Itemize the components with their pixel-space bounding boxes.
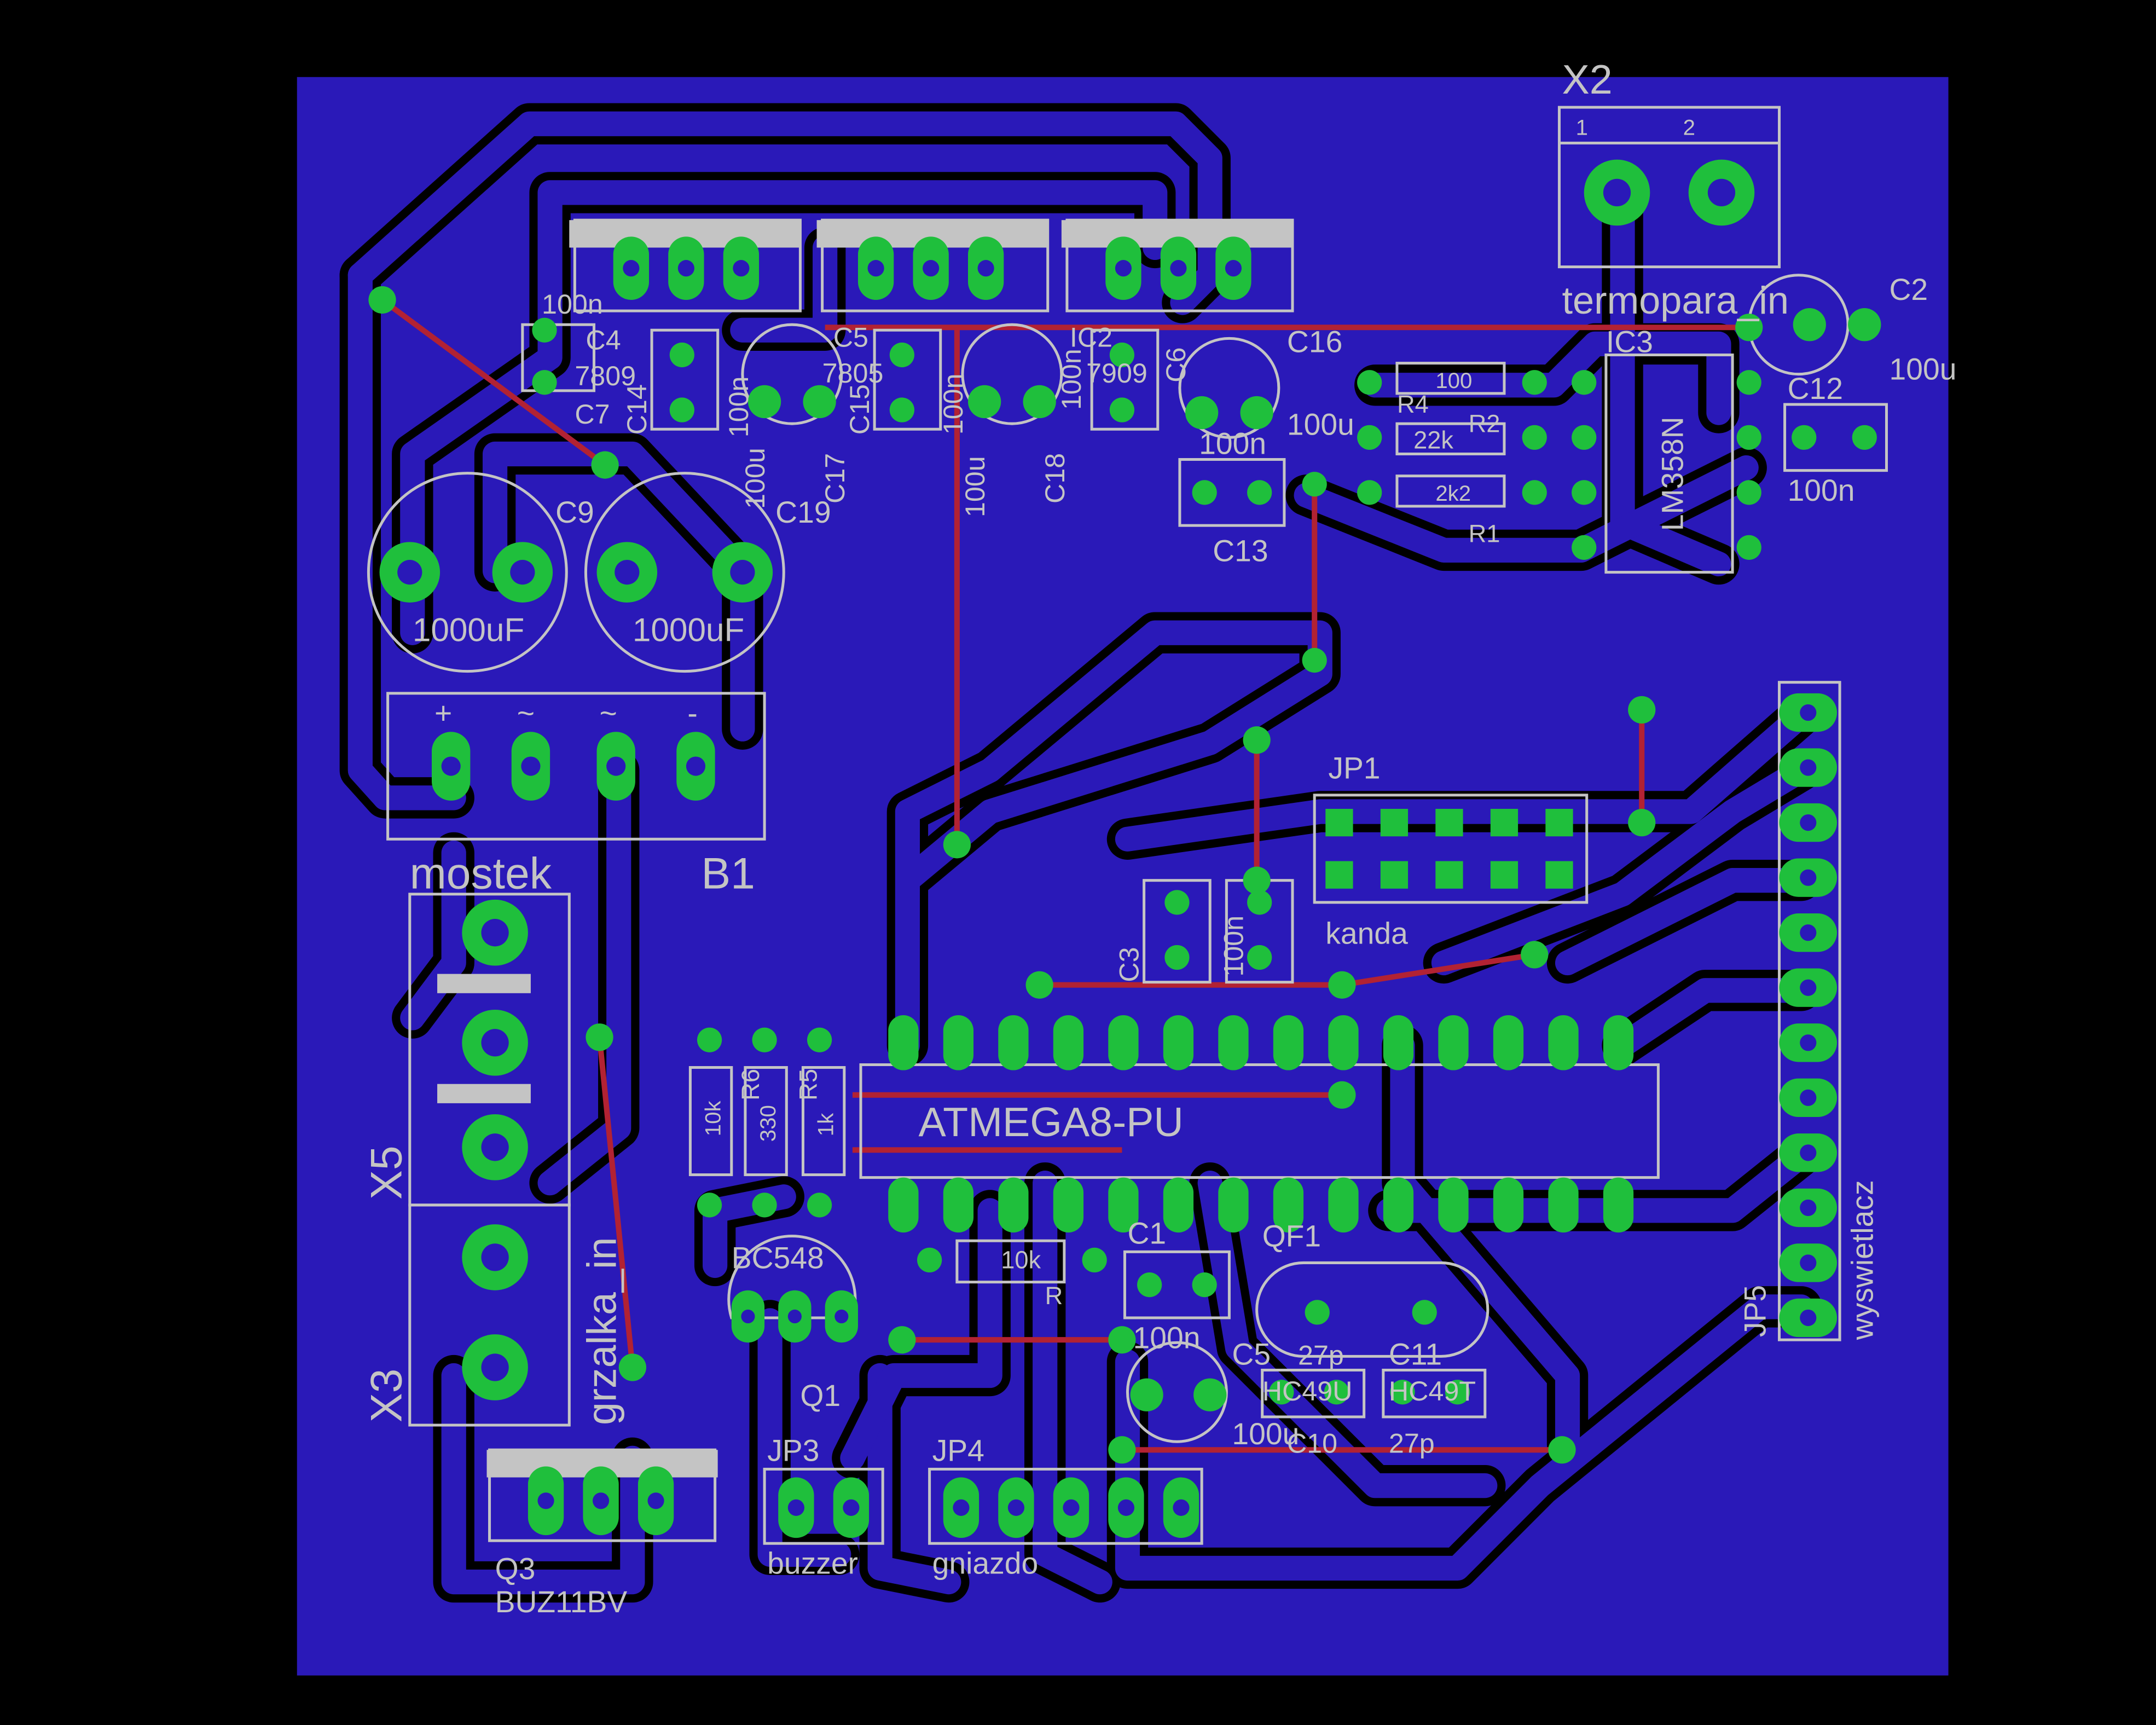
r6-label: R6: [737, 1069, 764, 1101]
c19-value: 1000uF: [633, 611, 744, 648]
c4-label: C4: [586, 325, 621, 355]
bc548-label: BC548: [732, 1241, 824, 1275]
r1-value: 2k2: [1435, 481, 1471, 506]
q1-label: Q1: [800, 1379, 841, 1413]
c9-label: C9: [555, 495, 594, 529]
qf1-pkg-label: HC49U: [1262, 1376, 1353, 1406]
c5b-label: C5: [1232, 1337, 1271, 1371]
r4-label: R4: [1397, 390, 1429, 418]
bridge-ac2: ~: [600, 696, 617, 730]
jp5-label: JP5: [1738, 1285, 1772, 1337]
bridge-ac1: ~: [517, 696, 535, 730]
v7809-label: 7809: [575, 361, 636, 391]
mostek-label: mostek: [410, 849, 552, 899]
c16-label: C16: [1287, 325, 1342, 358]
atmega-label: ATMEGA8-PU: [919, 1099, 1184, 1145]
q3-label: Q3: [495, 1552, 536, 1586]
jp3-label: JP3: [767, 1433, 819, 1467]
x2-pin2-label: 2: [1683, 115, 1695, 140]
b1-label: B1: [702, 849, 755, 899]
c15-value: 100n: [938, 373, 969, 435]
r-value: 10k: [1001, 1246, 1041, 1274]
c7-label: C7: [575, 399, 610, 430]
c10-label: C10: [1287, 1428, 1337, 1458]
c5-label: C5: [833, 322, 868, 352]
lm358-label: LM358N: [1656, 416, 1690, 531]
r6-value: 330: [756, 1105, 780, 1142]
r4-value: 100: [1435, 368, 1472, 393]
c27p-bottom-label: 27p: [1389, 1428, 1435, 1458]
qf1-pkg2-label: HC49T: [1389, 1376, 1476, 1406]
c18-label: C18: [1040, 453, 1070, 503]
c27p-top-label: 27p: [1298, 1340, 1344, 1370]
bridge-plus: +: [434, 696, 452, 730]
wyswietlacz-label: wyswietlacz: [1845, 1180, 1879, 1340]
c12-label: C12: [1788, 372, 1843, 406]
v7909-label: 7909: [1086, 358, 1147, 389]
r1-label: R1: [1469, 519, 1500, 547]
c14-value: 100n: [723, 376, 754, 437]
c12-value: 100n: [1788, 473, 1855, 507]
top-wires: [380, 297, 1749, 1453]
pads: [368, 159, 1881, 1538]
c14-label: C14: [622, 384, 652, 435]
x2-pin1-label: 1: [1576, 115, 1588, 140]
r10k-label: 10k: [701, 1100, 726, 1136]
c13-value: 100n: [1199, 426, 1266, 460]
c11-label: C11: [1389, 1337, 1442, 1371]
c3-value: 100n: [1219, 916, 1249, 977]
c6-label: C6: [1161, 348, 1191, 383]
v7805-label: 7805: [822, 358, 884, 389]
c5b-value: 100u: [1232, 1417, 1299, 1451]
x3-label: X3: [362, 1369, 412, 1422]
r5-value: 1k: [814, 1113, 838, 1136]
c15-label: C15: [844, 384, 875, 435]
buz11-label: BUZ11BV: [495, 1585, 628, 1619]
r2-value: 22k: [1413, 426, 1453, 454]
c1-label: C1: [1127, 1216, 1166, 1250]
silk-labels: X2 1 2 termopara_in IC3 LM358N C2 100u C…: [362, 56, 1957, 1619]
x2-label: X2: [1562, 56, 1612, 102]
r2-label: R2: [1469, 409, 1500, 437]
jp1-label: JP1: [1328, 751, 1380, 785]
c4-value: 100n: [542, 289, 603, 320]
ic2-label: IC2: [1070, 322, 1112, 352]
bottom-traces: [339, 103, 1822, 1603]
buzzer-label: buzzer: [767, 1547, 858, 1581]
bridge-minus: -: [687, 696, 697, 730]
c6-value: 100n: [1056, 349, 1087, 410]
x5-label: X5: [362, 1145, 412, 1199]
c18-value: 100u: [960, 456, 990, 517]
ic3-label: IC3: [1606, 325, 1653, 358]
jp4-label: JP4: [932, 1433, 984, 1467]
qf1-label: QF1: [1262, 1219, 1321, 1253]
kanda-label: kanda: [1325, 916, 1408, 950]
c19-label: C19: [775, 495, 831, 529]
c3-label: C3: [1114, 947, 1145, 982]
gniazdo-label: gniazdo: [932, 1547, 1039, 1581]
termopara-label: termopara_in: [1562, 279, 1789, 322]
grzalka-label: grzalka_in: [579, 1237, 625, 1425]
c13-label: C13: [1213, 534, 1268, 568]
silk-outlines: [367, 106, 1888, 1545]
c9-value: 1000uF: [413, 611, 524, 648]
c2-label: C2: [1890, 273, 1928, 306]
c17-label: C17: [820, 453, 850, 503]
c16-value: 100u: [1287, 407, 1354, 441]
r-label: R: [1045, 1282, 1063, 1310]
r5-label: R5: [795, 1069, 822, 1101]
c17-value: 100u: [740, 448, 770, 509]
c2-value: 100u: [1890, 352, 1957, 386]
c1-value: 100n: [1133, 1321, 1201, 1354]
